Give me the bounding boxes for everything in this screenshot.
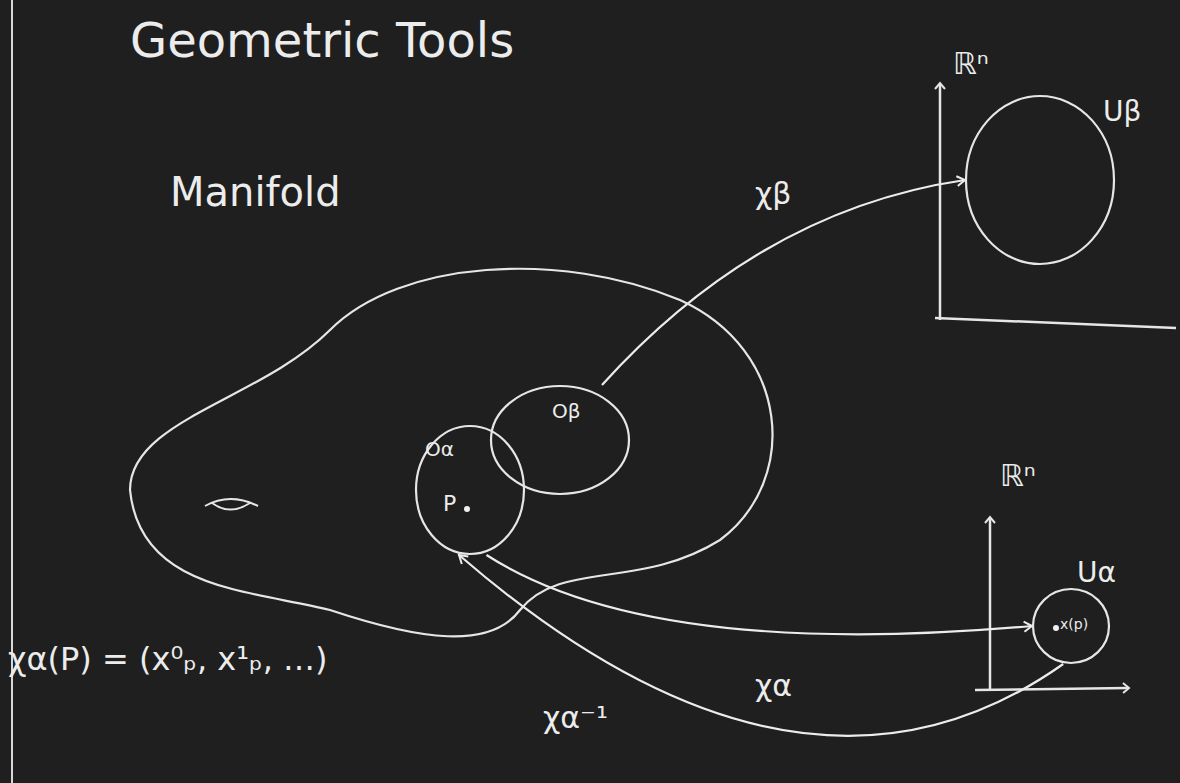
chart-domain-border	[416, 426, 524, 554]
image-region-border	[1033, 589, 1109, 663]
point-label: x(p)	[1060, 616, 1088, 633]
chart-map-arrow	[487, 555, 1033, 634]
torus-hole	[205, 499, 258, 510]
chart-domain: Oβ	[490, 385, 630, 495]
chart-map-arrow	[459, 555, 1063, 736]
image-region: Uβ	[965, 95, 1115, 265]
axis-line	[935, 318, 1176, 328]
axis-label: ℝⁿ	[953, 46, 989, 82]
manifold-region-border	[130, 269, 772, 637]
region-label: Oβ	[552, 399, 581, 423]
manifold-region-outline	[120, 260, 800, 660]
map-label: χα	[752, 668, 795, 704]
image-region-outline	[965, 95, 1115, 265]
point-dot	[1053, 625, 1059, 631]
map-label: χα⁻¹	[540, 700, 611, 736]
region-label: Oα	[425, 437, 454, 461]
axis-label: ℝⁿ	[1000, 458, 1036, 494]
manifold-heading: Manifold	[170, 168, 341, 216]
chart-domain-border	[491, 386, 629, 494]
formula-text: χα(P) = (x⁰ₚ, x¹ₚ, …)	[8, 640, 328, 678]
point-dot	[464, 506, 470, 512]
axis-line	[989, 518, 992, 690]
region-label: Uβ	[1103, 95, 1141, 129]
image-region: Uαx(p)	[1032, 588, 1110, 664]
region-label: Uα	[1077, 556, 1116, 590]
axis-line	[939, 84, 942, 320]
manifold-region: ManifoldOαPOβ	[120, 260, 800, 660]
map-label: χβ	[752, 176, 794, 212]
chart-domain: OαP	[415, 425, 525, 555]
axis-line	[975, 688, 1128, 690]
image-region-border	[966, 96, 1114, 264]
point-label: P	[443, 491, 456, 517]
board-title: Geometric Tools	[130, 12, 514, 70]
